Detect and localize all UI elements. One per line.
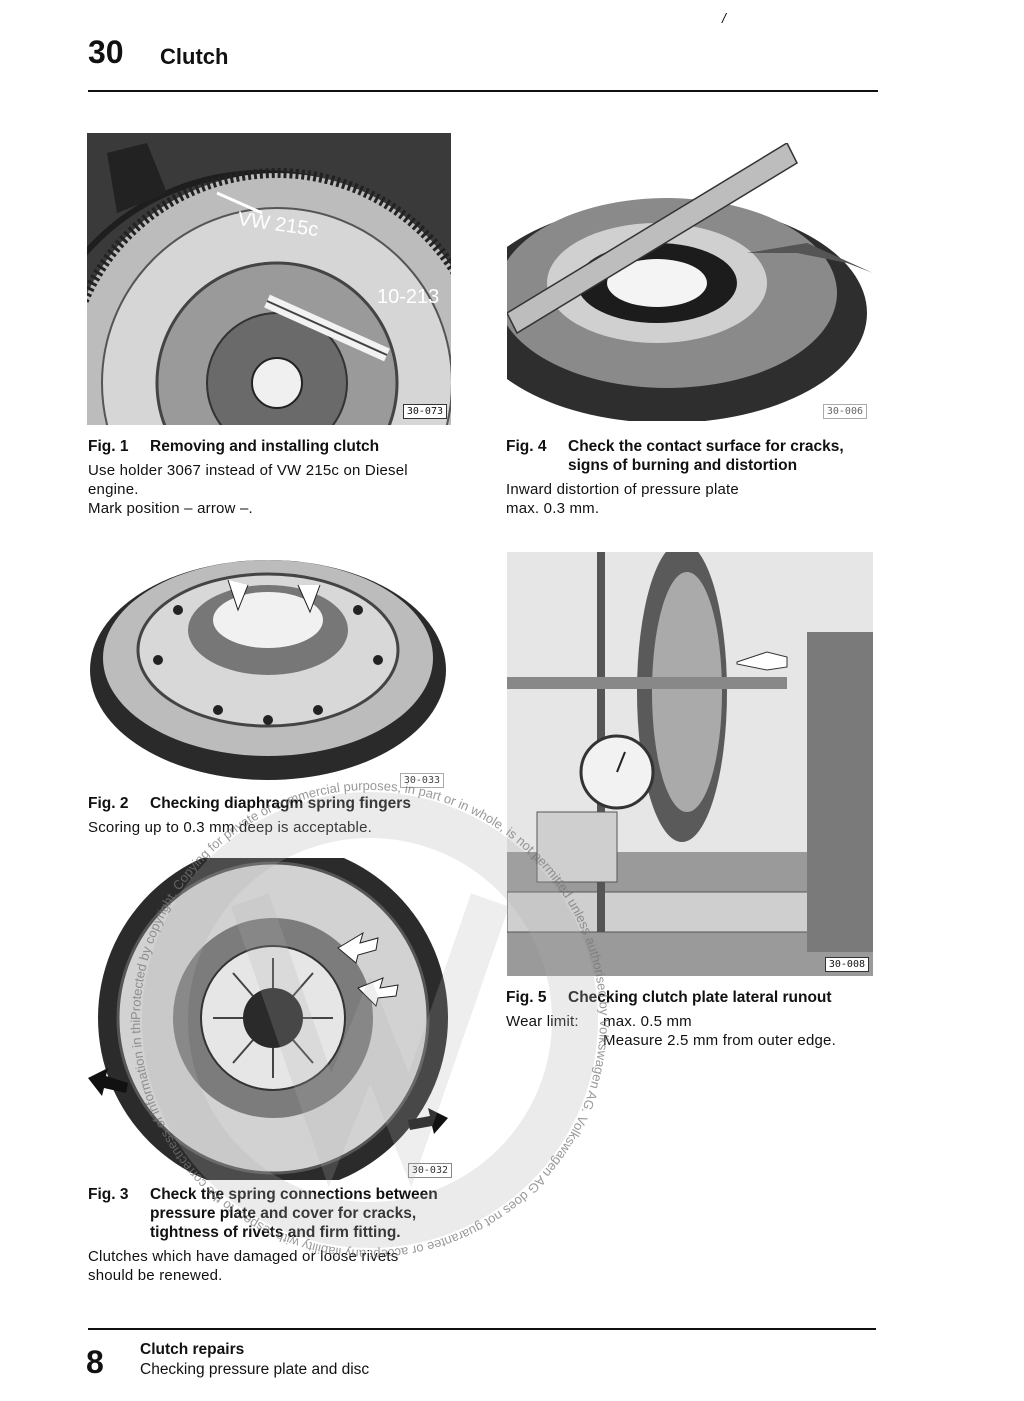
fig5-image-code: 30-008	[824, 957, 869, 972]
fig1-image-code: 30-073	[402, 404, 447, 419]
fig3-image-code: 30-032	[407, 1163, 452, 1178]
fig4-title-line-1: Check the contact surface for cracks,	[568, 438, 844, 455]
fig4-title-line-2: signs of burning and distortion	[568, 457, 798, 474]
fig5-body: Wear limit: max. 0.5 mm Measure 2.5 mm f…	[506, 1012, 886, 1050]
fig2-label: Fig. 2	[88, 795, 129, 812]
fig1-body-line-3: Mark position – arrow –.	[88, 500, 253, 517]
fig2-photo: 30-033	[88, 540, 448, 790]
fig5-photo: 30-008	[507, 552, 873, 976]
fig3-caption-title: Fig. 3 Check the spring connections betw…	[88, 1185, 488, 1242]
fig3-body-line-2: should be renewed.	[88, 1267, 223, 1284]
fig2-image-code: 30-033	[399, 773, 444, 788]
fig4-label: Fig. 4	[506, 438, 547, 455]
fig3-body-line-1: Clutches which have damaged or loose riv…	[88, 1248, 399, 1265]
fig3-label: Fig. 3	[88, 1186, 129, 1203]
page-number: 8	[86, 1344, 104, 1380]
fig1-label-10-213: 10-213	[377, 286, 439, 308]
footer-rule	[88, 1328, 876, 1330]
fig3-title-line-1: Check the spring connections between	[150, 1186, 438, 1203]
fig3-title-line-2: pressure plate and cover for cracks,	[150, 1205, 417, 1222]
fig1-caption-title: Fig. 1 Removing and installing clutch	[88, 437, 488, 456]
chapter-number: 30	[88, 34, 124, 70]
fig3-photo: 30-032	[88, 858, 456, 1180]
fig5-body-line-1: max. 0.5 mm	[603, 1013, 692, 1030]
fig1-photo: VW 215c 10-213 30-073	[87, 133, 451, 425]
fig4-caption-title: Fig. 4 Check the contact surface for cra…	[506, 437, 886, 475]
fig4-photo: 30-006	[507, 143, 873, 421]
stray-mark: /	[722, 10, 726, 26]
fig5-body-label: Wear limit:	[506, 1013, 579, 1030]
header-rule	[88, 90, 878, 92]
fig2-caption-title: Fig. 2 Checking diaphragm spring fingers	[88, 794, 488, 813]
fig4-image-code: 30-006	[822, 404, 867, 419]
footer-section-title: Clutch repairs	[140, 1341, 245, 1358]
fig1-body-line-1: Use holder 3067 instead of VW 215c on Di…	[88, 462, 408, 479]
fig5-caption-title: Fig. 5 Checking clutch plate lateral runo…	[506, 988, 886, 1007]
fig3-title-line-3: tightness of rivets and firm fitting.	[150, 1224, 401, 1241]
footer-section-subtitle: Checking pressure plate and disc	[140, 1361, 370, 1378]
fig1-title: Removing and installing clutch	[150, 438, 380, 455]
fig5-title: Checking clutch plate lateral runout	[568, 989, 832, 1006]
fig2-body-line-1: Scoring up to 0.3 mm deep is acceptable.	[88, 819, 372, 836]
fig4-body-line-1: Inward distortion of pressure plate	[506, 481, 739, 498]
fig5-label: Fig. 5	[506, 989, 547, 1006]
fig1-body-line-2: engine.	[88, 481, 139, 498]
chapter-title: Clutch	[160, 44, 229, 69]
fig2-title: Checking diaphragm spring fingers	[150, 795, 411, 812]
fig1-label: Fig. 1	[88, 438, 129, 455]
fig5-body-line-2: Measure 2.5 mm from outer edge.	[603, 1032, 836, 1049]
fig4-body-line-2: max. 0.3 mm.	[506, 500, 600, 517]
